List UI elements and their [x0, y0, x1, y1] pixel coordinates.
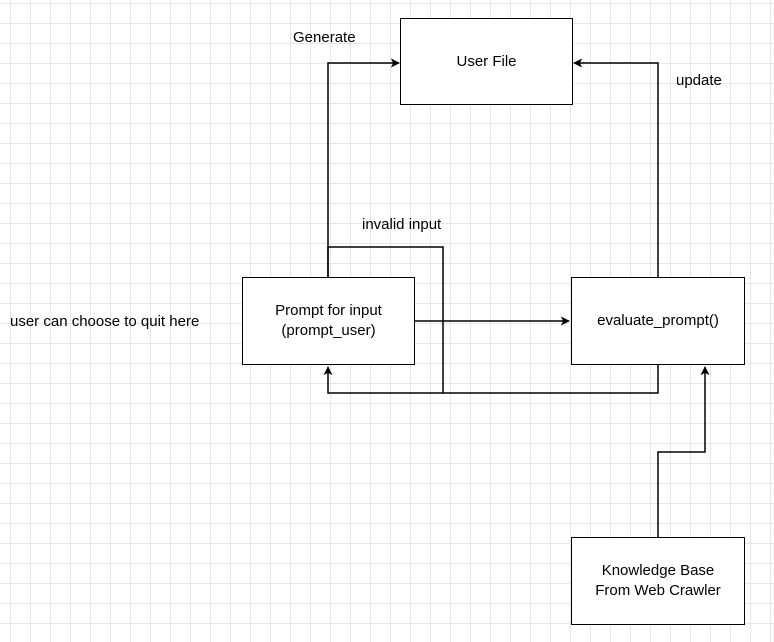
- invalid-input-loop: [323, 246, 444, 394]
- prompt-for-input-node: Prompt for input (prompt_user): [242, 277, 415, 365]
- evaluate-node-label: evaluate_prompt(): [597, 312, 719, 329]
- update-arrow: [573, 58, 659, 277]
- knowledge-base-node: Knowledge Base From Web Crawler: [571, 537, 745, 625]
- evaluate-return-arrow: [443, 365, 659, 394]
- update-label: update: [676, 72, 722, 89]
- generate-label: Generate: [293, 29, 356, 46]
- generate-arrow: [327, 58, 400, 277]
- prompt-node-line2: (prompt_user): [281, 322, 376, 339]
- prompt-node-line1: Prompt for input: [275, 302, 382, 319]
- user-file-node: User File: [400, 18, 573, 105]
- quit-note-label: user can choose to quit here: [10, 313, 200, 330]
- evaluate-prompt-node: evaluate_prompt(): [571, 277, 745, 365]
- user-file-label: User File: [456, 52, 517, 70]
- knowledge-to-evaluate-arrow: [657, 366, 710, 537]
- knowledge-node-line2: From Web Crawler: [595, 582, 721, 599]
- knowledge-node-line1: Knowledge Base: [601, 562, 715, 579]
- invalid-input-label: invalid input: [362, 216, 442, 233]
